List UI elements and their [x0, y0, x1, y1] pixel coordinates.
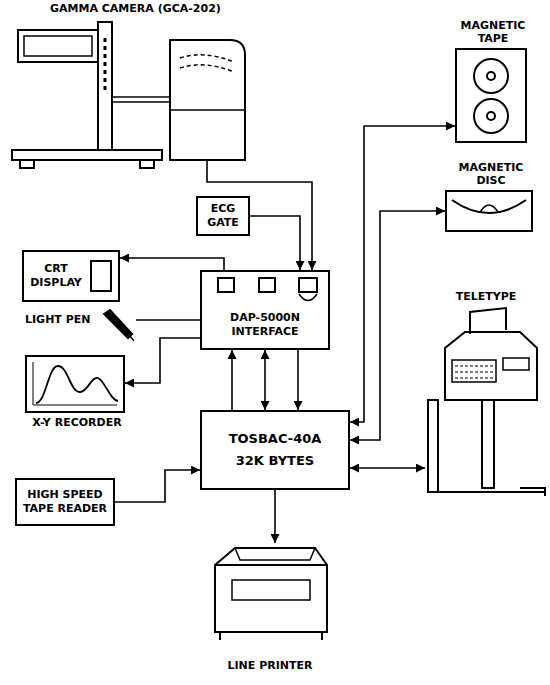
connector: [350, 467, 425, 469]
interface-port: [298, 277, 318, 293]
console-drawing: [170, 40, 245, 160]
light-pen-drawing: [130, 336, 134, 341]
or-gate-symbol: [296, 293, 320, 303]
connector: [120, 258, 224, 270]
line-printer-drawing: [321, 632, 323, 640]
teletype-drawing: [455, 366, 493, 378]
connector: [115, 470, 200, 502]
connector: [274, 490, 276, 543]
gamma-camera-drawing: [18, 30, 98, 62]
connector: [125, 338, 200, 383]
disc-platter: [452, 200, 526, 213]
node-label: LIGHT PEN: [25, 313, 90, 327]
tape-reels: [487, 112, 495, 120]
connector: [297, 350, 299, 410]
interface-port: [217, 277, 235, 293]
node-label: ECG GATE: [202, 202, 244, 230]
teletype: TELETYPE: [425, 288, 547, 505]
connector: [350, 126, 455, 422]
console-drawing: [180, 65, 234, 72]
line-printer: LINE PRINTER: [205, 543, 335, 675]
console-drawing: [170, 40, 245, 160]
teletype-drawing: [445, 332, 537, 400]
line-printer-drawing: [232, 580, 310, 600]
teletype-drawing: [482, 400, 494, 488]
xy-recorder: X-Y RECORDER: [25, 355, 125, 413]
node-label: CRT DISPLAY: [28, 262, 84, 290]
gamma-camera-drawing: [20, 160, 34, 168]
disc-platter: [452, 200, 526, 213]
disc-platter: [480, 205, 498, 212]
tape-reels: [487, 72, 495, 80]
tape-reels: [474, 59, 508, 93]
tape-reels: [474, 99, 508, 133]
line-printer-drawing: [215, 564, 327, 566]
node-label: GAMMA CAMERA (GCA-202): [50, 2, 221, 16]
connector: [264, 350, 266, 410]
line-printer-drawing: [215, 548, 327, 632]
xy-plot-curve: [36, 366, 118, 403]
node-label: X-Y RECORDER: [17, 416, 137, 430]
light-pen: LIGHT PEN: [22, 308, 102, 334]
or-gate-symbol: [299, 294, 317, 301]
gamma-camera-drawing: [12, 22, 170, 168]
gamma-camera: GAMMA CAMERA (GCA-202): [8, 0, 258, 172]
tape-reels: [474, 59, 508, 133]
crt-display: CRT DISPLAY: [22, 250, 120, 302]
line-printer-drawing: [235, 548, 315, 560]
xy-plot-curve: [33, 362, 118, 405]
node-label: DAP-5000N INTERFACE: [206, 311, 324, 339]
gamma-camera-drawing: [104, 38, 107, 90]
node-label: MAGNETIC TAPE: [447, 19, 539, 47]
line-printer-drawing: [215, 548, 327, 640]
interface-box: DAP-5000N INTERFACE: [200, 270, 330, 350]
gamma-camera-drawing: [98, 22, 112, 150]
light-pen-drawing: [104, 310, 132, 338]
node-label: HIGH SPEED TAPE READER: [21, 488, 109, 516]
gamma-camera-drawing: [24, 36, 92, 56]
console-drawing: [180, 55, 234, 62]
magnetic-tape: MAGNETIC TAPE: [455, 48, 527, 143]
tape-reader-box: HIGH SPEED TAPE READER: [15, 478, 115, 526]
teletype-drawing: [428, 488, 545, 496]
teletype-drawing: [428, 400, 438, 492]
ecg-gate-box: ECG GATE: [196, 196, 250, 236]
node-label: MAGNETIC DISC: [443, 161, 539, 189]
console-drawing: [170, 109, 245, 111]
connector: [231, 350, 233, 410]
gamma-camera-drawing: [112, 101, 170, 103]
teletype-drawing: [470, 308, 506, 334]
node-label: TOSBAC-40A: [229, 431, 322, 447]
xy-plot-curve: [33, 362, 117, 405]
connector: [250, 216, 300, 270]
gamma-camera-drawing: [140, 160, 154, 168]
crt-screen: [90, 260, 112, 292]
teletype-drawing: [452, 360, 496, 382]
node-label: TELETYPE: [425, 290, 547, 304]
node-label: LINE PRINTER: [205, 659, 335, 673]
connector: [136, 319, 200, 321]
interface-port: [258, 277, 276, 293]
gamma-camera-drawing: [12, 150, 162, 160]
node-label: 32K BYTES: [236, 453, 314, 469]
gamma-camera-drawing: [112, 96, 170, 98]
teletype-drawing: [428, 308, 545, 496]
line-printer-drawing: [219, 632, 221, 640]
light-pen-drawing: [104, 310, 134, 341]
teletype-drawing: [503, 358, 529, 370]
computer-box: TOSBAC-40A 32K BYTES: [200, 410, 350, 490]
magnetic-disc: MAGNETIC DISC: [445, 190, 533, 232]
